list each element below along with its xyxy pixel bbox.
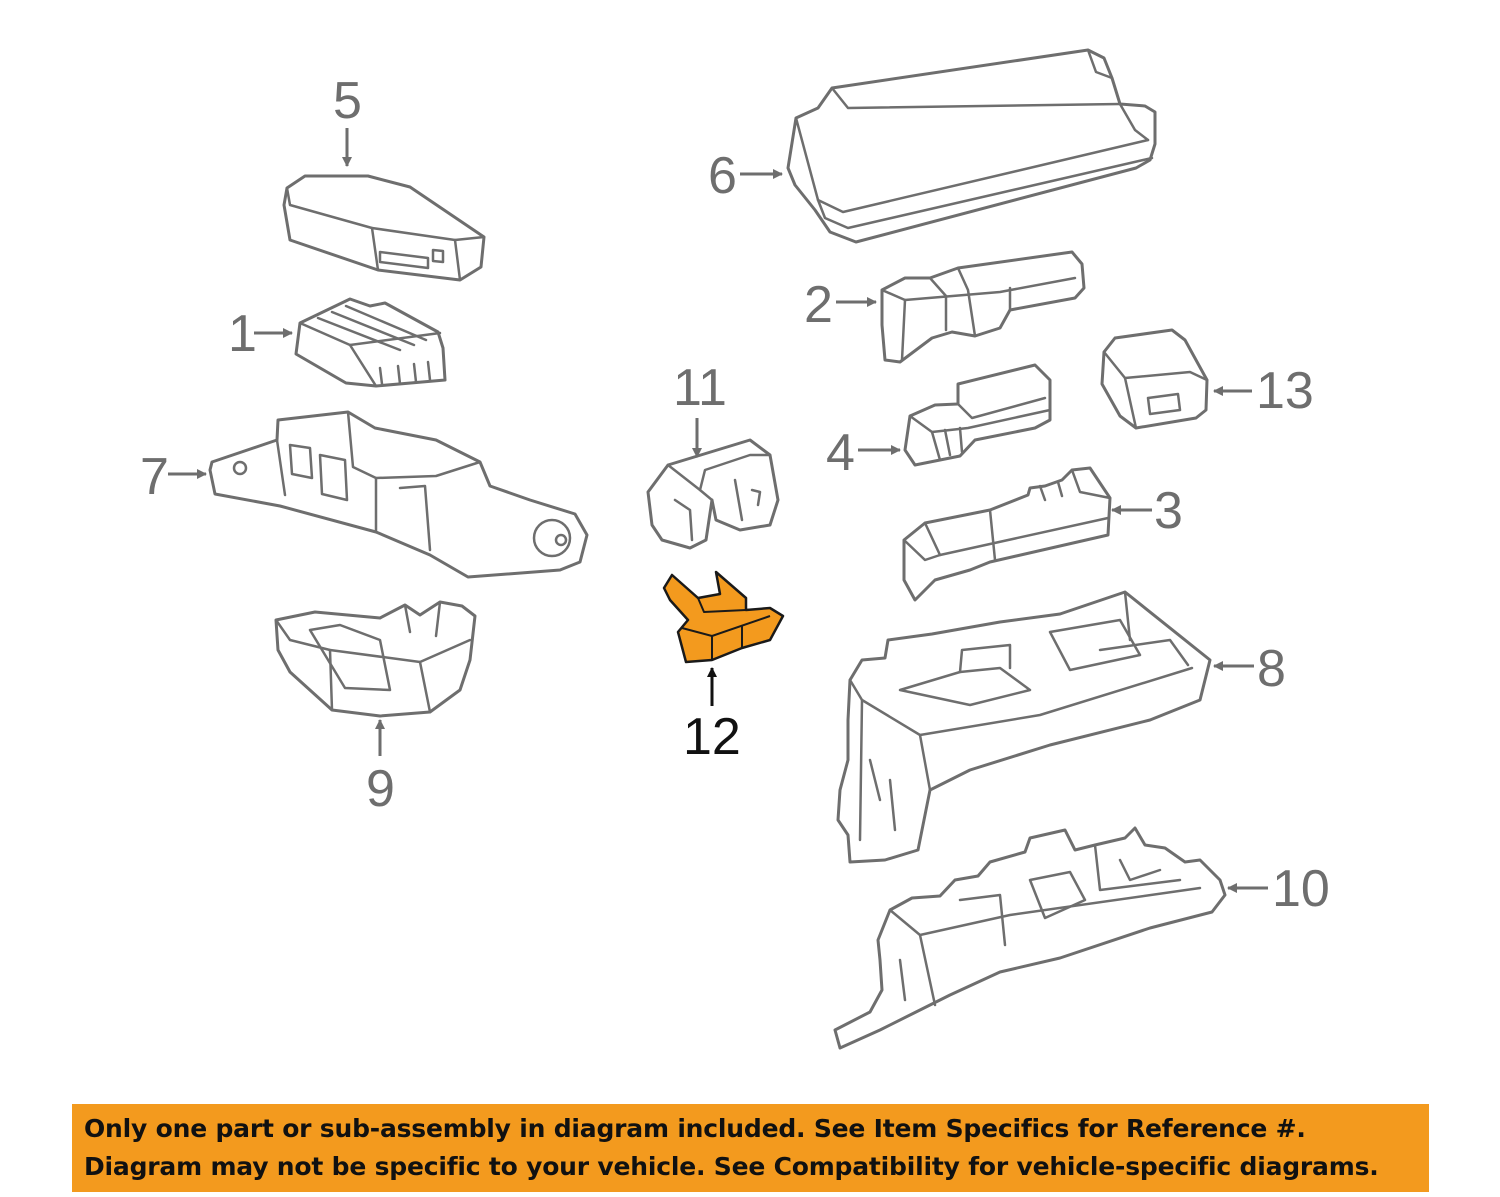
part-6-fuse-box-cover xyxy=(786,48,1157,244)
callout-9: 9 xyxy=(366,760,395,818)
part-12-highlighted-bracket xyxy=(662,570,785,664)
part-11-cover xyxy=(646,438,780,550)
callout-5: 5 xyxy=(333,72,362,130)
callout-13: 13 xyxy=(1256,362,1314,420)
callout-8: 8 xyxy=(1257,640,1286,698)
part-3-connector-bar xyxy=(902,466,1112,602)
part-1-holder xyxy=(294,297,447,388)
part-8-fuse-box-base xyxy=(836,590,1212,864)
callout-2: 2 xyxy=(804,276,833,334)
part-9-holder xyxy=(274,600,477,718)
callout-7: 7 xyxy=(140,448,169,506)
part-13-relay xyxy=(1100,328,1209,430)
parts-diagram: 5 1 7 9 11 xyxy=(140,48,1330,1050)
disclaimer-line-2: Diagram may not be specific to your vehi… xyxy=(84,1152,1379,1181)
part-7-bracket xyxy=(208,410,589,579)
callout-1: 1 xyxy=(228,305,257,363)
disclaimer-banner: Only one part or sub-assembly in diagram… xyxy=(72,1104,1429,1192)
part-2-connector xyxy=(880,250,1086,364)
disclaimer-line-1: Only one part or sub-assembly in diagram… xyxy=(84,1114,1306,1143)
callout-12: 12 xyxy=(683,708,741,766)
part-4-connector xyxy=(903,363,1052,467)
callout-6: 6 xyxy=(708,147,737,205)
part-10-lower-bracket xyxy=(833,826,1227,1050)
part-5-cover xyxy=(282,174,486,282)
callout-4: 4 xyxy=(826,424,855,482)
callout-11: 11 xyxy=(673,359,727,417)
callout-3: 3 xyxy=(1154,482,1183,540)
callout-10: 10 xyxy=(1272,860,1330,918)
